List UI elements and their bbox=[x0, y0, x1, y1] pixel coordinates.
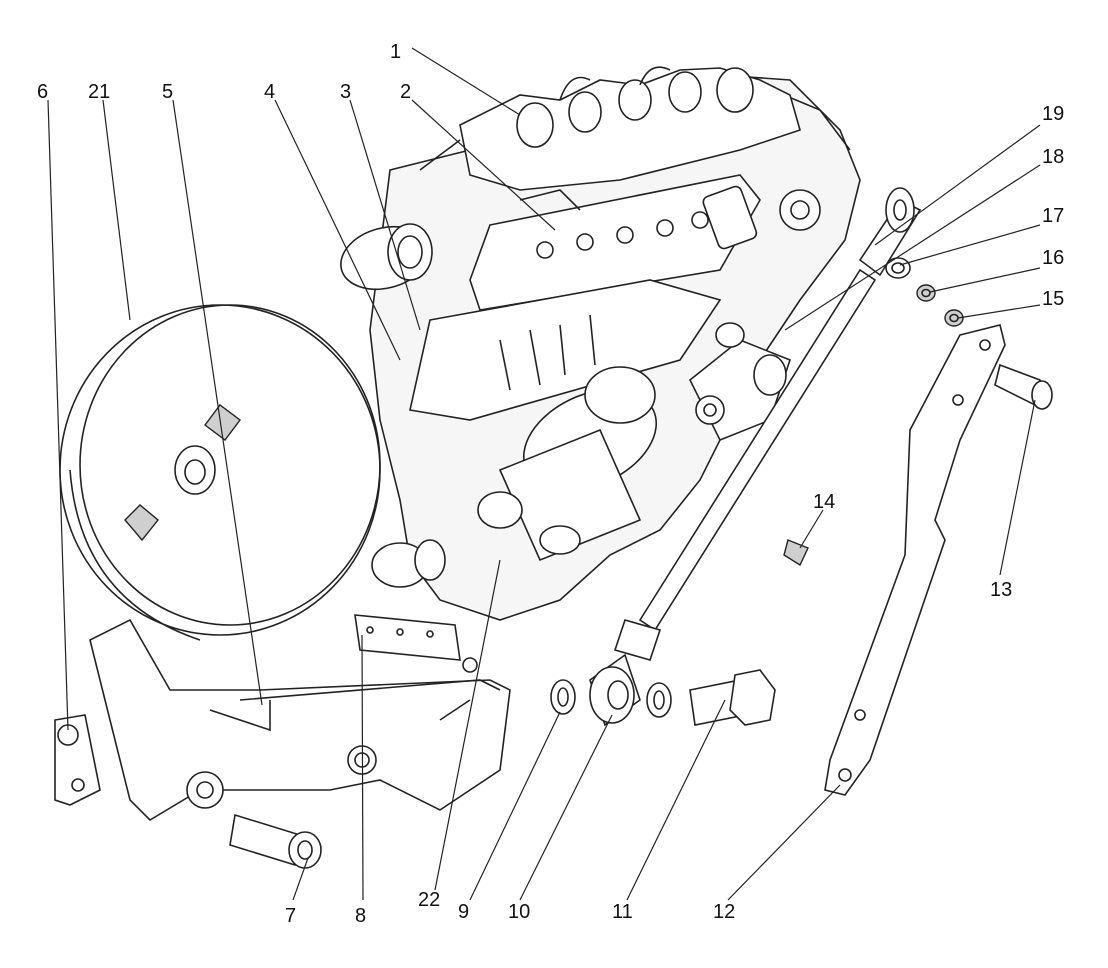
fuel-rail bbox=[469, 174, 821, 311]
callout-4: 4 bbox=[264, 81, 275, 103]
callout-6: 6 bbox=[37, 81, 48, 103]
delivery-valve-holders bbox=[459, 66, 801, 191]
callout-labels: 1 2 3 4 5 6 7 8 9 10 11 12 13 14 15 16 1… bbox=[37, 41, 1064, 927]
callout-15: 15 bbox=[1042, 288, 1064, 310]
callout-7: 7 bbox=[285, 905, 296, 927]
callout-3: 3 bbox=[340, 81, 351, 103]
bolt-7 bbox=[229, 813, 322, 869]
bolt-13 bbox=[994, 363, 1053, 410]
control-rod bbox=[613, 187, 922, 661]
callout-17: 17 bbox=[1042, 205, 1064, 227]
support-strap bbox=[824, 324, 1006, 796]
callout-5: 5 bbox=[162, 81, 173, 103]
callout-22: 22 bbox=[418, 889, 440, 911]
union-fitting-lower bbox=[371, 539, 446, 588]
screw-14 bbox=[783, 539, 809, 567]
washer-10b bbox=[646, 682, 672, 718]
callout-1: 1 bbox=[390, 41, 401, 63]
support-bracket bbox=[89, 614, 511, 822]
feed-pump bbox=[477, 366, 658, 562]
callout-16: 16 bbox=[1042, 247, 1064, 269]
washer-16 bbox=[916, 284, 936, 302]
banjo-fitting bbox=[589, 653, 641, 727]
washer-15 bbox=[944, 309, 964, 327]
banjo-bolt bbox=[689, 669, 776, 726]
callout-12: 12 bbox=[713, 901, 735, 923]
drive-gear-cover bbox=[59, 304, 381, 641]
callout-11: 11 bbox=[612, 901, 633, 923]
washer-9 bbox=[550, 679, 576, 715]
mounting-lug bbox=[54, 714, 101, 806]
callout-10: 10 bbox=[508, 901, 530, 923]
mounting-plate bbox=[409, 279, 722, 421]
nut-17 bbox=[885, 257, 911, 279]
leader-lines bbox=[47, 47, 1041, 901]
callout-13: 13 bbox=[990, 579, 1012, 601]
union-fitting-upper bbox=[340, 223, 433, 291]
callout-18: 18 bbox=[1042, 146, 1064, 168]
callout-8: 8 bbox=[355, 905, 366, 927]
callout-14: 14 bbox=[813, 491, 835, 513]
callout-19: 19 bbox=[1042, 103, 1064, 125]
side-bracket bbox=[688, 322, 791, 442]
callout-2: 2 bbox=[400, 81, 411, 103]
callout-21: 21 bbox=[88, 81, 110, 103]
callout-9: 9 bbox=[458, 901, 469, 923]
